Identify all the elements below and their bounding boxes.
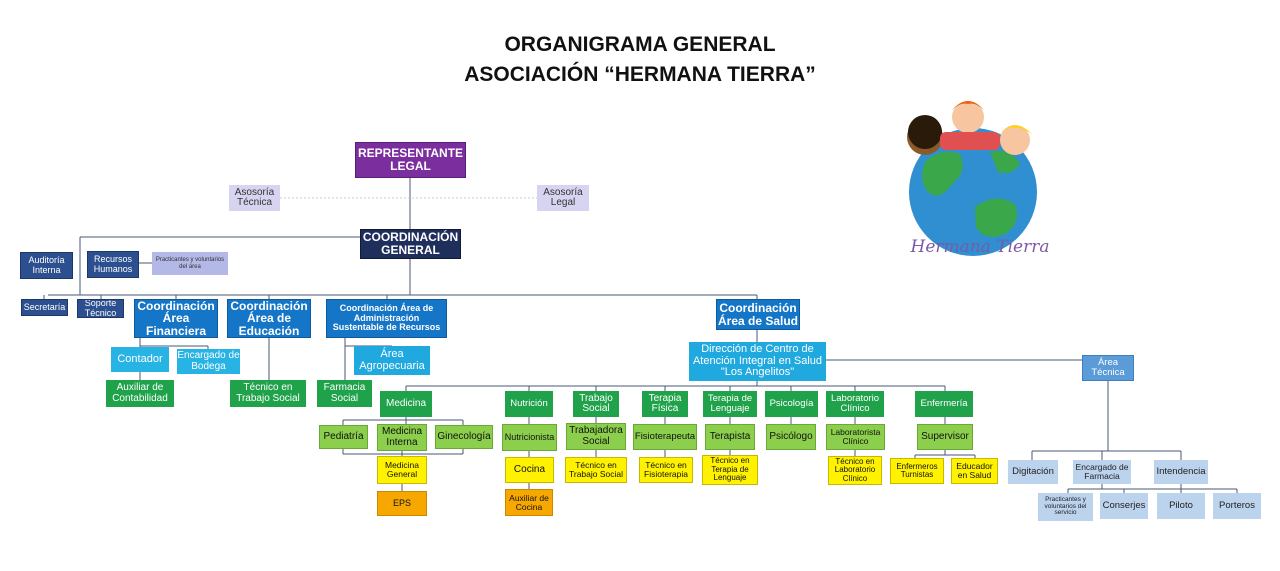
- tecnico-terapia-lenguaje-box: Técnico en Terapia de Lenguaje: [702, 455, 758, 485]
- area-agropecuaria-box: Área Agropecuaria: [354, 346, 430, 375]
- auxiliar-cocina-box: Auxiliar de Cocina: [505, 489, 553, 516]
- tecnico-trabajo-social-salud-box: Técnico en Trabajo Social: [565, 457, 627, 483]
- medicina-box: Medicina: [380, 391, 432, 417]
- farmacia-social-box: Farmacia Social: [317, 380, 372, 407]
- digitacion-box: Digitación: [1008, 460, 1058, 484]
- auxiliar-contabilidad-box: Auxiliar de Contabilidad: [106, 380, 174, 407]
- medicina-interna-box: Medicina Interna: [377, 424, 427, 451]
- recursos-humanos-box: Recursos Humanos: [87, 251, 139, 278]
- coordinacion-financiera-box: Coordinación Área Financiera: [134, 299, 218, 338]
- fisioterapeuta-box: Fisioterapeuta: [633, 424, 697, 450]
- hermana-tierra-logo: Hermana Tierra: [880, 92, 1080, 272]
- coordinacion-administracion-box: Coordinación Área de Administración Sust…: [326, 299, 447, 338]
- logo-text: Hermana Tierra: [910, 237, 1050, 257]
- medicina-general-box: Medicina General: [377, 456, 427, 484]
- psicologo-box: Psicólogo: [766, 424, 816, 450]
- piloto-box: Piloto: [1157, 493, 1205, 519]
- earth-children-icon: Hermana Tierra: [907, 101, 1050, 257]
- laboratorista-clinico-box: Laboratorista Clínico: [826, 424, 885, 450]
- chart-title-line-1: ORGANIGRAMA GENERAL: [504, 33, 776, 56]
- encargado-farmacia-box: Encargado de Farmacia: [1073, 460, 1131, 484]
- terapia-fisica-box: Terapia Física: [642, 391, 688, 417]
- enfermeria-box: Enfermería: [915, 391, 973, 417]
- encargado-bodega-box: Encargado de Bodega: [177, 349, 240, 374]
- ginecologia-box: Ginecología: [435, 425, 493, 449]
- cocina-box: Cocina: [505, 457, 554, 483]
- practicantes-area-box: Practicantes y voluntarios del área: [152, 252, 228, 275]
- nutricionista-box: Nutricionista: [502, 424, 557, 451]
- porteros-box: Porteros: [1213, 493, 1261, 519]
- area-tecnica-box: Área Técnica: [1082, 355, 1134, 381]
- supervisor-box: Supervisor: [917, 424, 973, 450]
- educador-salud-box: Educador en Salud: [951, 458, 998, 484]
- coordinacion-general-box: COORDINACIÓN GENERAL: [360, 229, 461, 259]
- trabajadora-social-box: Trabajadora Social: [566, 423, 626, 450]
- asesoria-legal-box: Asosoría Legal: [537, 185, 589, 211]
- psicologia-box: Psicología: [765, 391, 818, 417]
- conserjes-box: Conserjes: [1100, 493, 1148, 519]
- coordinacion-educacion-box: Coordinación Área de Educación: [227, 299, 311, 338]
- representante-legal-box: REPRESENTANTE LEGAL: [355, 142, 466, 178]
- direccion-centro-salud-box: Dirección de Centro de Atención Integral…: [689, 342, 826, 381]
- secretaria-box: Secretaría: [21, 299, 68, 316]
- terapista-box: Terapista: [705, 424, 755, 450]
- nutricion-box: Nutrición: [505, 391, 553, 417]
- trabajo-social-box: Trabajo Social: [573, 391, 619, 417]
- terapia-lenguaje-box: Terapia de Lenguaje: [703, 391, 757, 417]
- practicantes-servicio-box: Practicantes y voluntarios del servicio: [1038, 493, 1093, 521]
- eps-box: EPS: [377, 491, 427, 516]
- coordinacion-salud-box: Coordinación Área de Salud: [716, 299, 800, 330]
- contador-box: Contador: [111, 347, 169, 372]
- soporte-tecnico-box: Soporte Técnico: [77, 299, 124, 318]
- asesoria-tecnica-box: Asosoría Técnica: [229, 185, 280, 211]
- enfermeros-turnistas-box: Enfermeros Turnistas: [890, 458, 944, 484]
- laboratorio-clinico-box: Laboratorio Clínico: [826, 391, 884, 417]
- tecnico-fisioterapia-box: Técnico en Fisioterapia: [639, 457, 693, 483]
- tecnico-laboratorio-box: Técnico en Laboratorio Clínico: [828, 456, 882, 485]
- pediatria-box: Pediatría: [319, 425, 368, 449]
- chart-title-line-2: ASOCIACIÓN “HERMANA TIERRA”: [464, 63, 816, 86]
- auditoria-interna-box: Auditoría Interna: [20, 252, 73, 279]
- tecnico-trabajo-social-educacion-box: Técnico en Trabajo Social: [230, 380, 306, 407]
- intendencia-box: Intendencia: [1154, 460, 1208, 484]
